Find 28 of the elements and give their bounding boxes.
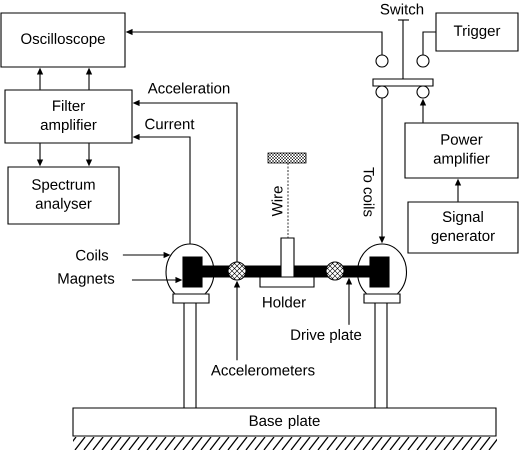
connector-line xyxy=(422,31,436,54)
callout-label: Coils xyxy=(76,250,108,260)
part-label: Holder xyxy=(263,296,306,308)
instrument-box: Oscilloscope xyxy=(0,12,126,68)
magnet xyxy=(369,256,390,288)
magnet xyxy=(182,256,203,288)
edge-label: Current xyxy=(144,118,196,130)
switch-terminal xyxy=(375,85,389,99)
edge-label: To coils xyxy=(362,166,376,218)
instrument-box: Spectrum analyser xyxy=(7,166,120,225)
instrument-box: Power amplifier xyxy=(404,122,519,179)
switch-terminal xyxy=(416,85,430,99)
switch-terminal xyxy=(416,54,430,68)
accelerometer xyxy=(325,261,345,281)
coil-housing xyxy=(356,243,408,294)
instrument-box: Signal generator xyxy=(407,201,519,254)
base-plate: Base plate xyxy=(72,407,497,437)
part-label: Wire xyxy=(272,186,282,216)
callout-label: Accelerometers xyxy=(210,364,315,376)
accelerometer xyxy=(227,261,247,281)
instrument-box: Trigger xyxy=(435,12,519,52)
coil-housing xyxy=(165,243,215,294)
callout-label: Magnets xyxy=(58,273,114,287)
part-label: Switch xyxy=(380,4,424,14)
instrument-box: Filter amplifier xyxy=(4,89,133,144)
switch-terminal xyxy=(375,54,389,68)
callout-label: Drive plate xyxy=(291,329,362,343)
edge-label: Acceleration xyxy=(146,82,232,94)
